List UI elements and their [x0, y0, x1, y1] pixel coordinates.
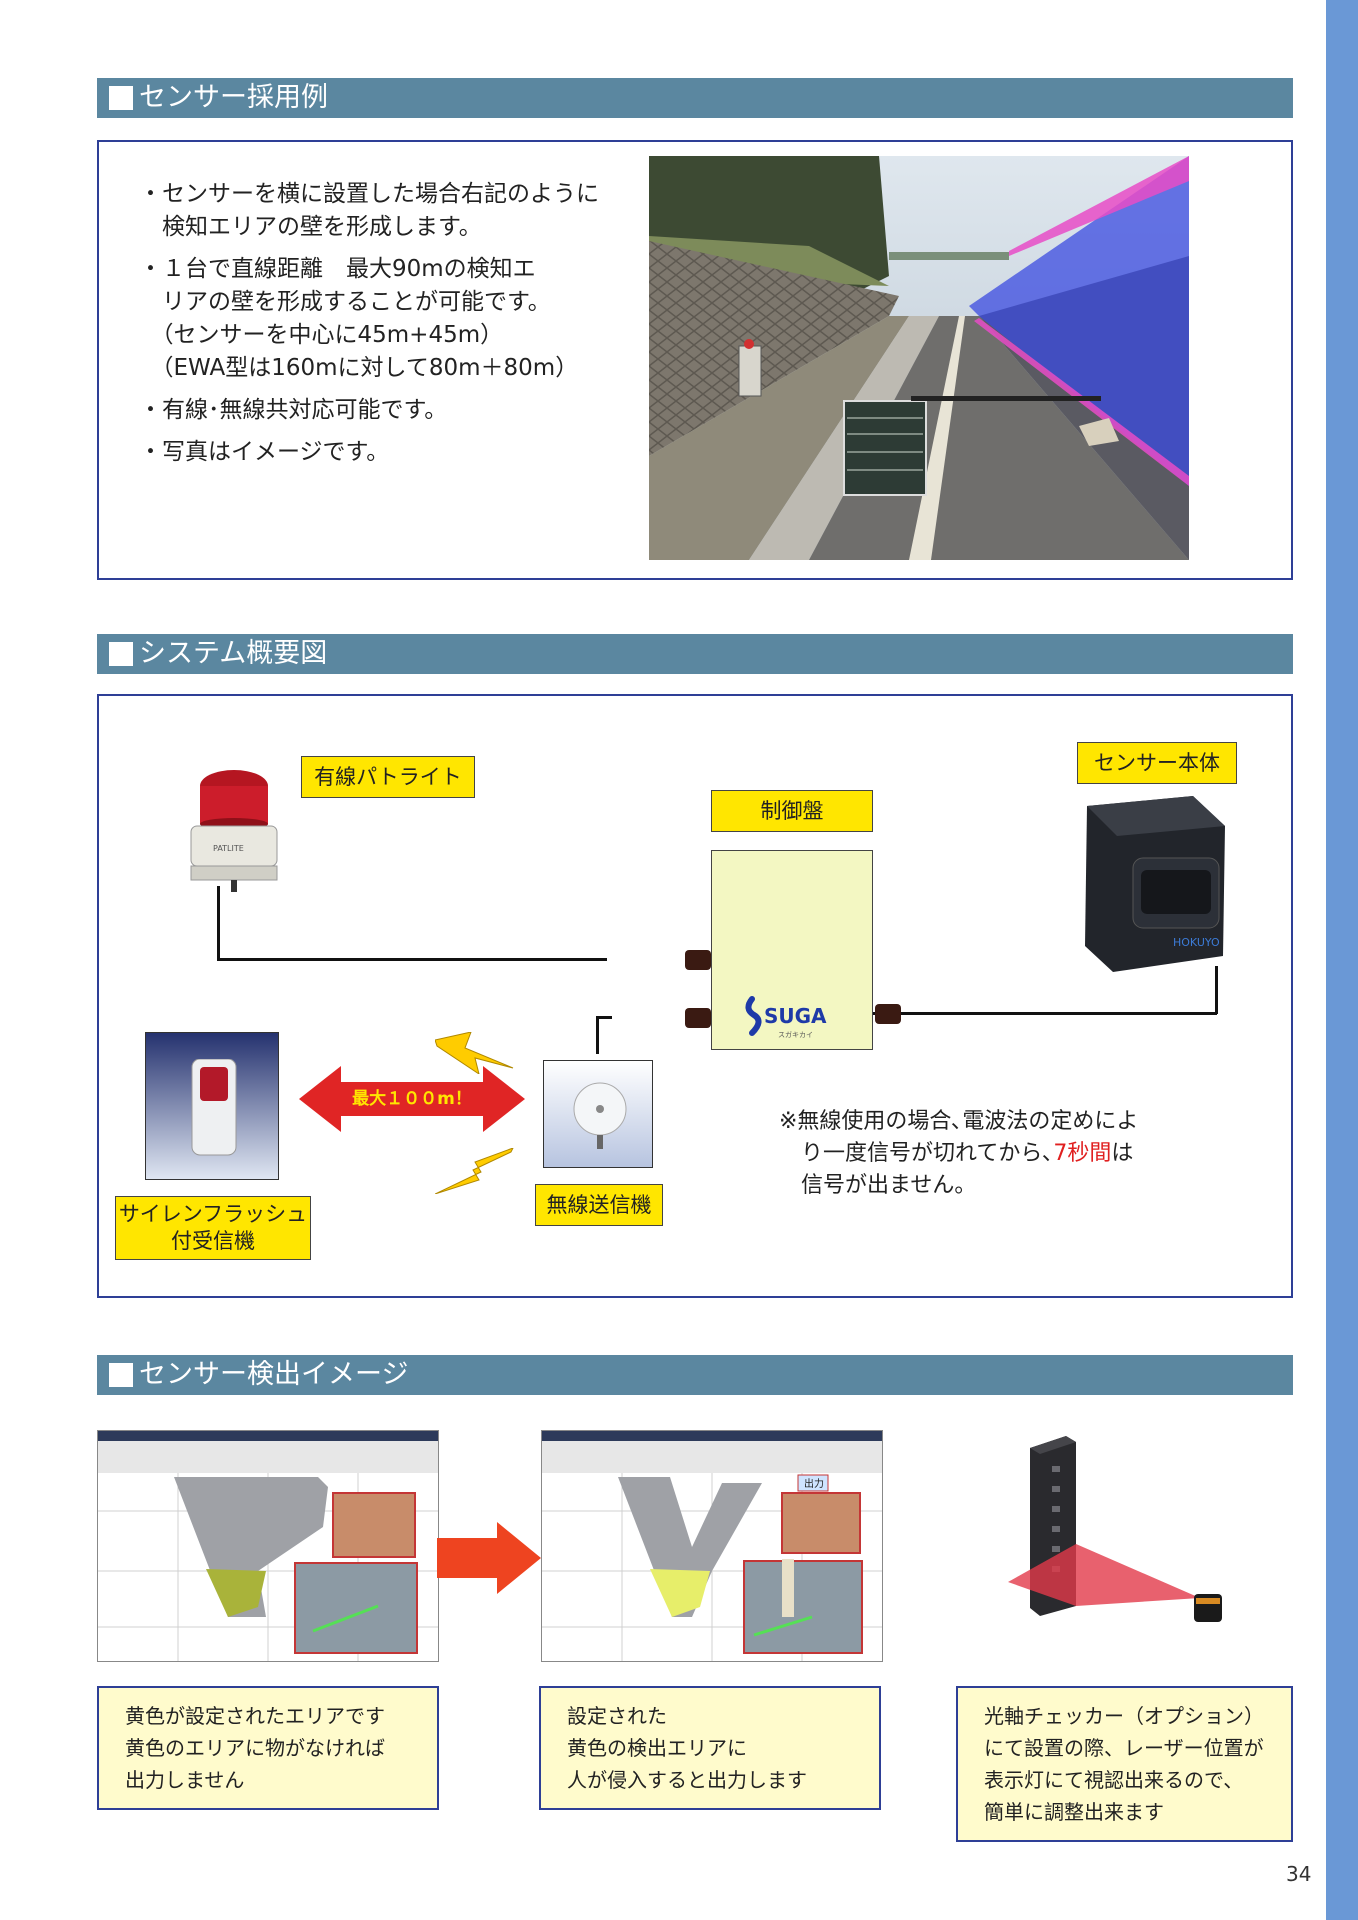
note-line: 信号が出ません。	[801, 1173, 977, 1198]
transition-arrow-icon	[437, 1522, 541, 1594]
note-line: り一度信号が切れてから､7秒間は	[801, 1141, 1134, 1166]
bullet-list: ・センサーを横に設置した場合右記のように 検知エリアの壁を形成します。 ・１台で…	[139, 178, 659, 478]
laser-sensor-icon: HOKUYO	[1085, 796, 1225, 972]
siren-receiver-icon	[191, 1059, 237, 1156]
section-title: センサー採用例	[139, 82, 328, 113]
roadside-sensor-photo	[649, 156, 1189, 560]
wireless-note: ※無線使用の場合､電波法の定めによ り一度信号が切れてから､7秒間は 信号が出ま…	[779, 1106, 1138, 1202]
page-number: 34	[1286, 1862, 1312, 1886]
sensor-adoption-frame: ・センサーを横に設置した場合右記のように 検知エリアの壁を形成します。 ・１台で…	[97, 140, 1293, 580]
bullet-item: ・センサーを横に設置した場合右記のように 検知エリアの壁を形成します。	[139, 181, 599, 240]
connector	[875, 1004, 901, 1024]
square-bullet-icon	[109, 86, 133, 110]
note-highlight: 7秒間	[1053, 1141, 1112, 1166]
transmitter-wire-vertical	[596, 1016, 599, 1054]
wireless-transmitter-image	[543, 1060, 653, 1168]
section-title: システム概要図	[139, 638, 328, 669]
suga-logo-text: SUGA	[764, 1004, 827, 1028]
section-header-sensor-adoption: センサー採用例	[97, 78, 1293, 118]
roadside-photo-illustration	[649, 156, 1189, 560]
patlite-wire-vertical	[217, 886, 220, 958]
patlite-wire-horizontal	[217, 958, 607, 961]
caption-before: 黄色が設定されたエリアです 黄色のエリアに物がなければ 出力しません	[97, 1686, 439, 1810]
label-siren-receiver: サイレンフラッシュ 付受信機	[115, 1196, 311, 1260]
siren-receiver-image	[145, 1032, 279, 1180]
sensor-wire-horizontal	[765, 1012, 1217, 1015]
range-double-arrow	[299, 1066, 525, 1132]
detection-software-before	[98, 1431, 438, 1661]
detection-screenshot-before	[97, 1430, 439, 1662]
lightning-bolt-icon	[435, 1148, 514, 1194]
label-sensor-body: センサー本体	[1077, 742, 1237, 784]
wireless-transmitter-icon	[573, 1082, 627, 1149]
section-header-detection-image: センサー検出イメージ	[97, 1355, 1293, 1395]
suga-logo: SUGA スガキカイ	[745, 996, 827, 1039]
patlite-icon: PATLITE	[190, 770, 278, 892]
connector	[685, 950, 711, 970]
connector	[685, 1008, 711, 1028]
label-control-panel: 制御盤	[711, 790, 873, 832]
bullet-item: ・写真はイメージです。	[139, 439, 390, 465]
note-line: ※無線使用の場合､電波法の定めによ	[779, 1109, 1139, 1134]
range-label: 最大１００m！	[352, 1089, 472, 1109]
caption-optical-checker: 光軸チェッカー（オプション） にて設置の際、レーザー位置が 表示灯にて視認出来る…	[956, 1686, 1293, 1842]
detection-screenshot-after: 出力	[541, 1430, 883, 1662]
side-bar	[1326, 0, 1358, 1920]
lightning-bolt-icon	[435, 1032, 514, 1074]
system-overview-frame: PATLITE 有線パトライト 制御盤 センサー本体 SUGA スガキカイ HO…	[97, 694, 1293, 1298]
control-panel-box: SUGA スガキカイ	[711, 850, 873, 1050]
sensor-brand-text: HOKUYO	[1173, 936, 1220, 949]
section-title: センサー検出イメージ	[139, 1359, 409, 1390]
bullet-item: ・有線･無線共対応可能です。	[139, 397, 448, 423]
section-header-system-overview: システム概要図	[97, 634, 1293, 674]
transmitter-wire-horizontal	[596, 1016, 612, 1019]
square-bullet-icon	[109, 642, 133, 666]
bullet-item: ・１台で直線距離 最大90mの検知エ リアの壁を形成することが可能です。 （セン…	[139, 256, 579, 381]
label-wired-patlite: 有線パトライト	[301, 756, 475, 798]
patlite-brand-text: PATLITE	[213, 844, 244, 853]
caption-after: 設定された 黄色の検出エリアに 人が侵入すると出力します	[539, 1686, 881, 1810]
optical-checker-icon	[1008, 1436, 1222, 1622]
output-badge-text: 出力	[804, 1477, 824, 1490]
suga-logo-subtext: スガキカイ	[778, 1030, 813, 1039]
detection-software-after: 出力	[542, 1431, 882, 1661]
sensor-wire-vertical	[1215, 966, 1218, 1014]
square-bullet-icon	[109, 1363, 133, 1387]
label-wireless-transmitter: 無線送信機	[535, 1184, 663, 1226]
